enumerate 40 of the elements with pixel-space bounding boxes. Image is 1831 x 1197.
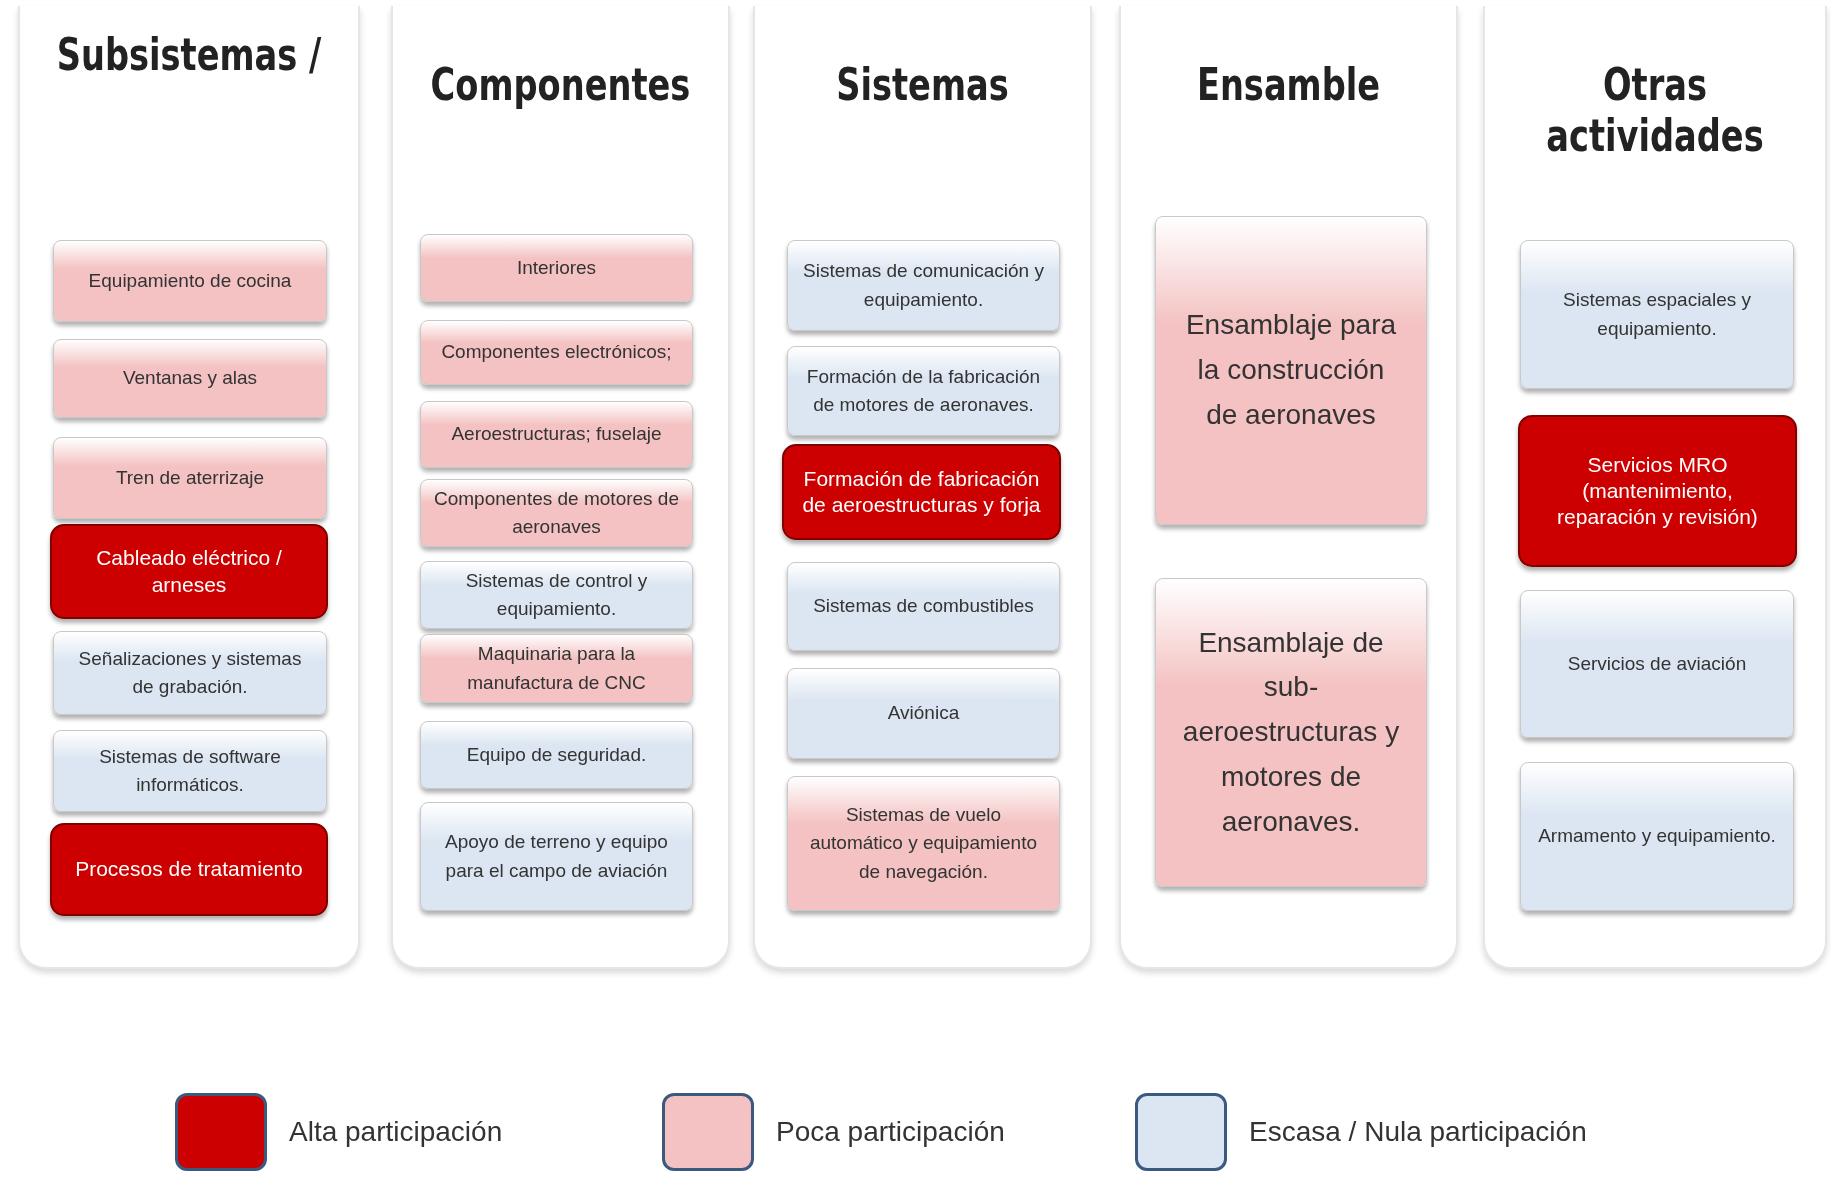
category-box: Tren de aterrizaje [53, 437, 327, 519]
category-box: Sistemas espaciales y equipamiento. [1520, 240, 1794, 389]
column-panel [1483, 6, 1827, 969]
column-heading: Componentes [429, 59, 692, 110]
column-heading: Otras actividades [1545, 59, 1765, 161]
category-box: Formación de la fabricación de motores de aeronaves. [787, 346, 1060, 436]
legend-label: Escasa / Nula participación [1249, 1116, 1587, 1148]
category-box: Sistemas de software informáticos. [53, 730, 327, 812]
column-panel [753, 6, 1092, 969]
column-panel [391, 6, 730, 969]
category-box: Servicios de aviación [1520, 590, 1794, 738]
category-box: Aviónica [787, 668, 1060, 759]
column-panel [1119, 6, 1458, 969]
category-box: Equipamiento de cocina [53, 240, 327, 322]
category-box: Armamento y equipamiento. [1520, 762, 1794, 911]
column-heading: Sistemas [835, 59, 1010, 110]
category-box: Componentes de motores de aeronaves [420, 479, 693, 547]
category-box: Servicios MRO (mantenimiento, reparación y revisión) [1518, 415, 1797, 567]
category-box: Apoyo de terreno y equipo para el campo de aviación [420, 802, 693, 911]
category-box: Maquinaria para la manufactura de CNC [420, 634, 693, 703]
legend-label: Alta participación [289, 1116, 503, 1148]
category-box: Señalizaciones y sistemas de grabación. [53, 631, 327, 715]
legend-label: Poca participación [776, 1116, 1005, 1148]
category-box: Sistemas de control y equipamiento. [420, 561, 693, 629]
category-box: Procesos de tratamiento [50, 823, 328, 916]
column-panel [18, 6, 360, 969]
category-box: Formación de fabricación de aeroestructuras y forja [782, 444, 1061, 540]
category-box: Sistemas de vuelo automático y equipamiento de navegación. [787, 776, 1060, 911]
category-box: Cableado eléctrico / arneses [50, 524, 328, 619]
category-box: Sistemas de comunicación y equipamiento. [787, 240, 1060, 331]
category-box: Ensamblaje para la construcción de aeronaves [1155, 216, 1427, 525]
column-heading: Ensamble [1195, 59, 1382, 110]
column-heading: Subsistemas / [55, 29, 323, 80]
category-box: Aeroestructuras; fuselaje [420, 401, 693, 468]
category-box: Equipo de seguridad. [420, 721, 693, 789]
category-box: Ensamblaje de sub-aeroestructuras y motores de aeronaves. [1155, 578, 1427, 887]
category-box: Componentes electrónicos; [420, 320, 693, 385]
category-box: Interiores [420, 234, 693, 302]
category-box: Ventanas y alas [53, 339, 327, 418]
category-box: Sistemas de combustibles [787, 562, 1060, 651]
